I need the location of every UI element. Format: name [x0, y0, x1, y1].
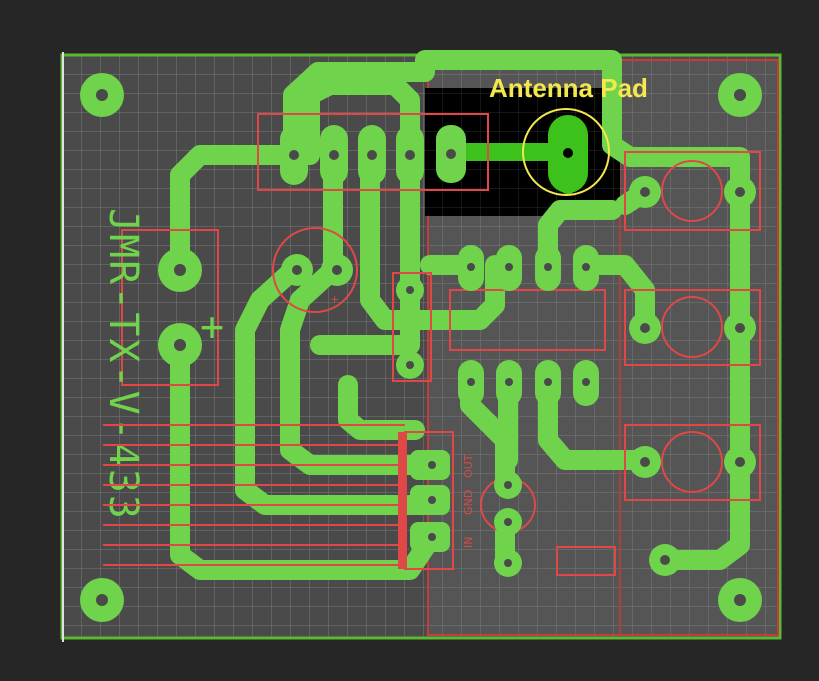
region-outline-inner: [619, 59, 779, 636]
regulator-pin-out: OUT: [462, 454, 475, 478]
ic-silkscreen: [449, 289, 606, 351]
silkscreen-lines: [103, 424, 405, 566]
regulator-tab: [398, 432, 407, 569]
regulator-pin-gnd: GND: [462, 490, 475, 515]
board-silkscreen-text: JMR-TX-V-433: [100, 208, 146, 521]
capacitor-polarity: +: [330, 293, 339, 306]
small-capacitor-silkscreen: [392, 272, 432, 382]
mounting-holes[interactable]: [80, 73, 762, 622]
header-silkscreen: [257, 113, 489, 191]
button-switches[interactable]: [624, 151, 761, 501]
power-connector-silkscreen: [121, 229, 219, 386]
resistor-silkscreen: [556, 546, 616, 576]
antenna-pad-highlight-ring: [522, 108, 610, 196]
electrolytic-capacitor-outline: [272, 227, 358, 313]
regulator-pin-in: IN: [462, 537, 475, 548]
antenna-pad-label: Antenna Pad: [489, 73, 648, 103]
connector-polarity: +: [200, 304, 226, 350]
